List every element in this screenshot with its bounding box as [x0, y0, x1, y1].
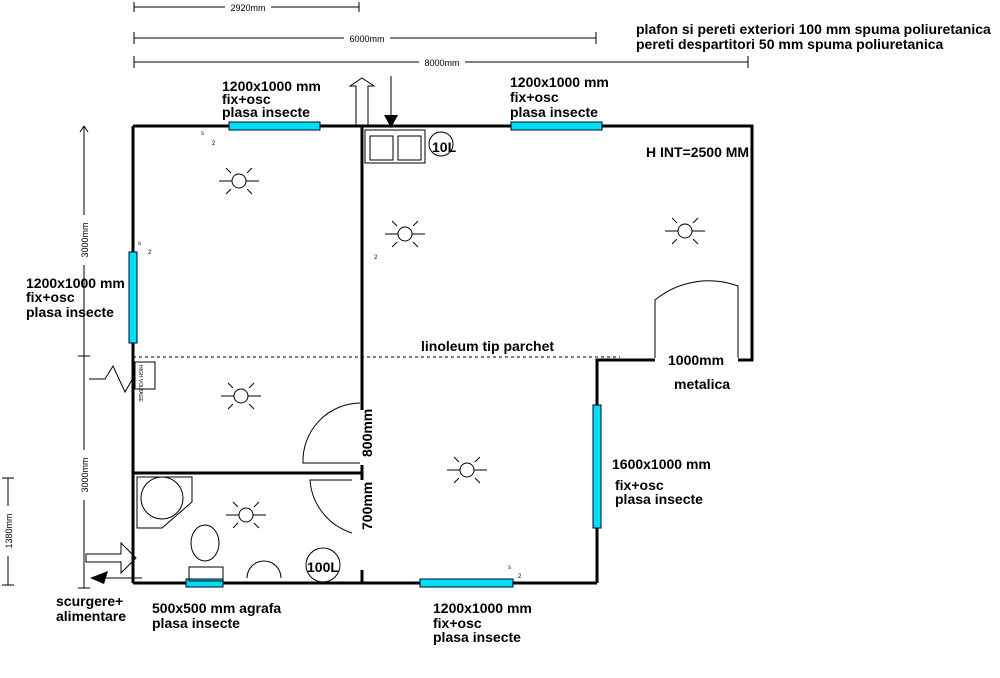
panel-label: HIGH VOLTAGE: [137, 365, 143, 402]
svg-text:plasa insecte: plasa insecte: [26, 304, 114, 320]
ceiling-light-icon: [220, 382, 262, 410]
electric-panel-icon: [134, 361, 156, 390]
interior-height: H INT=2500 MM: [646, 144, 749, 160]
door-800[interactable]: [302, 402, 361, 464]
svg-text:alimentare: alimentare: [56, 608, 126, 624]
ceiling-light-icon: [664, 217, 706, 245]
svg-text:s: s: [138, 241, 141, 247]
svg-text:500x500 mm agrafa: 500x500 mm agrafa: [152, 600, 281, 616]
shower-icon: [136, 476, 193, 529]
dimension-6000: 6000mm: [133, 32, 597, 44]
socket-markers: s 2 s 2 2 2 s: [138, 131, 522, 580]
svg-text:fix+osc: fix+osc: [510, 89, 559, 105]
washbasin-icon: [246, 560, 282, 579]
dimension-text: 3000mm: [80, 457, 90, 492]
svg-text:plasa insecte: plasa insecte: [615, 491, 703, 507]
door-700[interactable]: [309, 479, 353, 534]
dimension-8000: 8000mm: [133, 56, 749, 68]
dimension-text: 1380mm: [4, 513, 14, 548]
ceiling-light-icon: [218, 167, 260, 195]
svg-text:1200x1000 mm: 1200x1000 mm: [510, 74, 609, 90]
window-top-left: [228, 121, 321, 131]
door-800-width: 800mm: [359, 409, 375, 457]
svg-text:1600x1000 mm: 1600x1000 mm: [612, 456, 711, 472]
svg-text:fix+osc: fix+osc: [222, 91, 271, 107]
window-bath: [185, 578, 224, 588]
floor-label: linoleum tip parchet: [421, 338, 554, 354]
door-700-width: 700mm: [359, 482, 375, 530]
svg-text:2: 2: [374, 255, 378, 261]
note-line2: pereti despartitori 50 mm spuma poliuret…: [636, 36, 944, 52]
svg-text:fix+osc: fix+osc: [433, 615, 482, 631]
dimension-vertical: 3000mm 3000mm 1380mm: [2, 125, 90, 589]
svg-text:s: s: [201, 131, 204, 137]
boiler-100l-label: 100L: [307, 559, 339, 575]
note-line1: plafon si pereti exteriori 100 mm spuma …: [636, 21, 991, 37]
kitchen-sink-icon: [364, 129, 426, 164]
drain-label: scurgere+alimentare: [56, 593, 126, 624]
svg-text:plasa insecte: plasa insecte: [152, 615, 240, 631]
ceiling-light-icon: [384, 220, 426, 248]
svg-text:fix+osc: fix+osc: [615, 477, 664, 493]
svg-text:fix+osc: fix+osc: [26, 289, 75, 305]
dimension-text: 8000mm: [424, 58, 459, 68]
svg-text:plasa insecte: plasa insecte: [510, 104, 598, 120]
boiler-10l-icon: [428, 131, 454, 157]
svg-text:2: 2: [518, 574, 522, 580]
dimension-text: 3000mm: [80, 222, 90, 257]
window-right: [592, 404, 602, 529]
supply-arrow-icon: [384, 115, 398, 128]
svg-text:s: s: [508, 565, 511, 571]
supply-arrow-left-icon: [90, 571, 108, 584]
boiler-10l-label: 10L: [432, 139, 457, 155]
window-left: [128, 251, 138, 344]
svg-text:1200x1000 mm: 1200x1000 mm: [222, 78, 321, 94]
dimension-text: 2920mm: [230, 3, 265, 13]
svg-text:2: 2: [212, 141, 216, 147]
walls: [131, 124, 754, 585]
svg-text:plasa insecte: plasa insecte: [222, 104, 310, 120]
toilet-icon: [190, 524, 220, 562]
svg-text:plasa insecte: plasa insecte: [433, 629, 521, 645]
main-door-width: 1000mm: [668, 352, 724, 368]
toilet-tank-icon: [188, 566, 224, 582]
boiler-100l-icon: [305, 547, 341, 583]
svg-text:1200x1000 mm: 1200x1000 mm: [26, 275, 125, 291]
ceiling-light-icon: [225, 501, 267, 529]
dimension-text: 6000mm: [349, 34, 384, 44]
power-cable-icon: [89, 364, 134, 394]
svg-text:2: 2: [148, 250, 152, 256]
vent-arrow-icon: [348, 77, 376, 126]
dimension-2920: 2920mm: [133, 1, 360, 13]
svg-text:scurgere+: scurgere+: [56, 593, 123, 609]
svg-text:1200x1000 mm: 1200x1000 mm: [433, 600, 532, 616]
drain-arrow-icon: [85, 541, 137, 575]
main-door[interactable]: [654, 280, 739, 358]
door-material: metalica: [674, 376, 730, 392]
ceiling-light-icon: [446, 456, 488, 484]
window-bottom: [419, 578, 514, 588]
window-top-right: [510, 121, 603, 131]
